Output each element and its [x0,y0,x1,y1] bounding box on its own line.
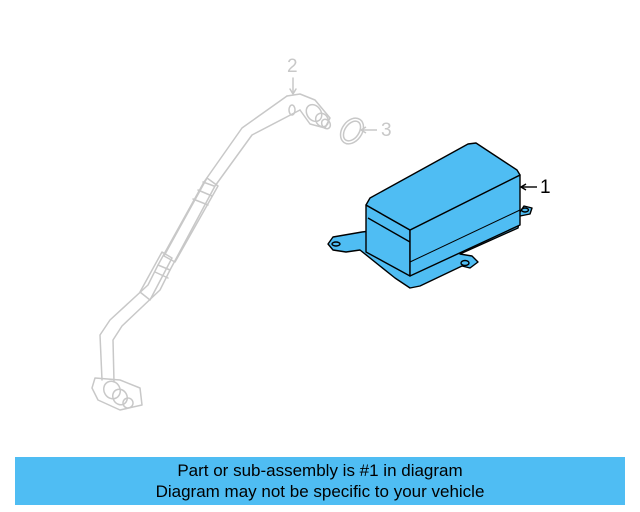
oil-cooler-part [327,142,537,289]
callout-1-label[interactable]: 1 [540,177,551,198]
callout-3-label[interactable]: 3 [381,120,392,141]
info-banner: Part or sub-assembly is #1 in diagram Di… [15,457,625,505]
banner-line-disclaimer: Diagram may not be specific to your vehi… [155,482,485,501]
cooler-line-part [91,77,332,411]
parts-diagram: 1 2 3 [91,56,551,411]
callout-2-label[interactable]: 2 [287,56,298,77]
banner-line-part-number: Part or sub-assembly is #1 in diagram [177,461,463,480]
o-ring-part [339,117,377,145]
